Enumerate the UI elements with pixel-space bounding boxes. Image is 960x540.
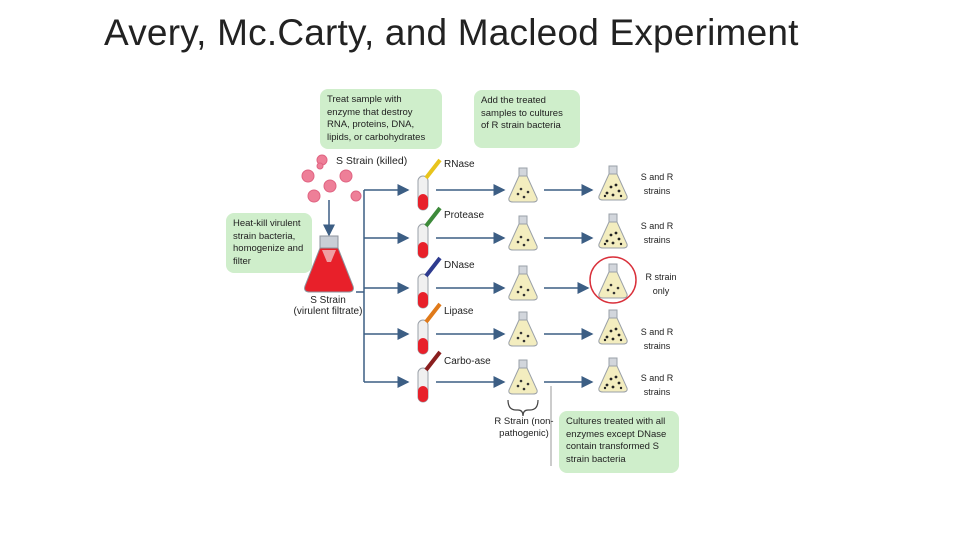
s-strain-filtrate-line2: (virulent filtrate) bbox=[293, 306, 363, 317]
enzyme-label-protease: Protease bbox=[444, 210, 485, 221]
test-tube-carboase bbox=[417, 350, 442, 403]
result-carboase-line1: S and R bbox=[640, 373, 674, 383]
branch-arrows bbox=[364, 184, 410, 388]
result-protease-line2: strains bbox=[643, 235, 671, 245]
result-carboase: S and R strains bbox=[632, 371, 682, 399]
dnase-highlight-circle bbox=[589, 256, 637, 304]
note-cultures-result: Cultures treated with all enzymes except… bbox=[559, 411, 679, 473]
result-dnase-line1: R strain bbox=[645, 272, 677, 282]
enzyme-label-dnase: DNase bbox=[444, 260, 475, 271]
note-treat-sample: Treat sample with enzyme that destroy RN… bbox=[320, 89, 442, 149]
test-tube-protease bbox=[417, 206, 442, 259]
result-rnase-line2: strains bbox=[643, 186, 671, 196]
note-add-samples: Add the treated samples to cultures of R… bbox=[474, 90, 580, 148]
result-lipase-line1: S and R bbox=[640, 327, 674, 337]
r-strain-brace bbox=[507, 399, 539, 417]
test-tube-rnase bbox=[417, 158, 442, 211]
r-strain-label: R Strain (non- pathogenic) bbox=[484, 416, 564, 440]
test-tube-dnase bbox=[417, 256, 442, 309]
culture-to-result-arrows bbox=[544, 184, 594, 388]
result-protease: S and R strains bbox=[632, 219, 682, 247]
enzyme-label-lipase: Lipase bbox=[444, 306, 474, 317]
filtrate-flask bbox=[304, 235, 354, 293]
r-strain-line2: pathogenic) bbox=[499, 428, 549, 439]
test-tube-lipase bbox=[417, 302, 442, 355]
note-heat-kill: Heat-kill virulent strain bacteria, homo… bbox=[226, 213, 312, 273]
s-strain-filtrate-label: S Strain (virulent filtrate) bbox=[286, 295, 370, 317]
result-dnase-line2: only bbox=[652, 286, 670, 296]
result-lipase-line2: strains bbox=[643, 341, 671, 351]
killed-bacteria bbox=[301, 154, 362, 203]
s-strain-killed-label: S Strain (killed) bbox=[336, 155, 408, 167]
result-rnase: S and R strains bbox=[632, 170, 682, 198]
r-strain-line1: R Strain (non- bbox=[494, 416, 554, 427]
result-protease-line1: S and R bbox=[640, 221, 674, 231]
result-flasks bbox=[598, 165, 628, 393]
r-culture-flasks bbox=[508, 167, 538, 395]
slide-title: Avery, Mc.Carty, and Macleod Experiment bbox=[104, 12, 799, 53]
enzyme-label-carboase: Carbo-ase bbox=[444, 356, 491, 367]
result-lipase: S and R strains bbox=[632, 325, 682, 353]
enzyme-label-rnase: RNase bbox=[444, 159, 475, 170]
result-dnase: R strain only bbox=[636, 270, 686, 298]
tube-to-culture-arrows bbox=[436, 184, 506, 388]
s-strain-filtrate-line1: S Strain bbox=[310, 295, 346, 306]
result-carboase-line2: strains bbox=[643, 387, 671, 397]
result-rnase-line1: S and R bbox=[640, 172, 674, 182]
